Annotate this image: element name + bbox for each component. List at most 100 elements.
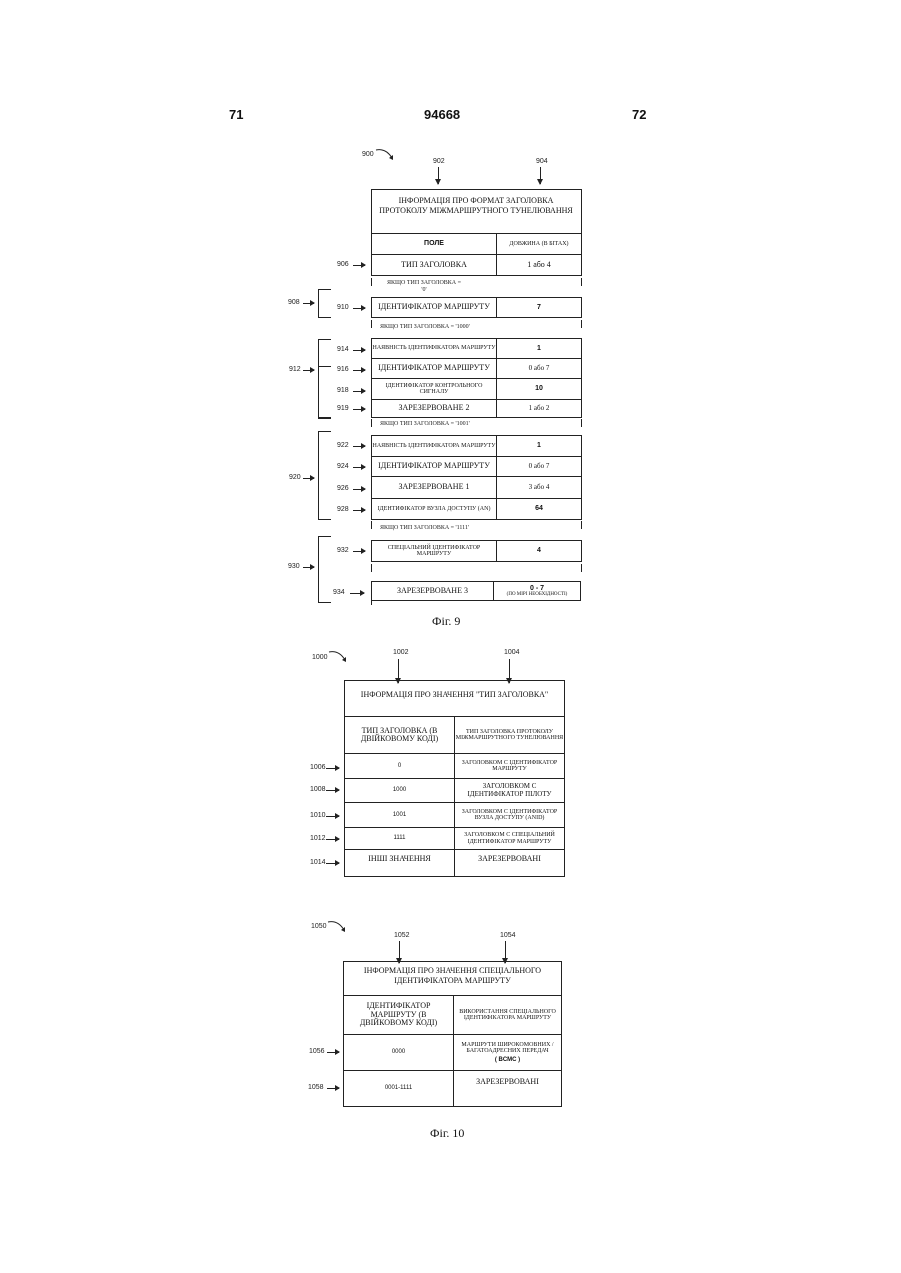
length-reserved-1: 3 або 4	[496, 476, 582, 499]
ref-920: 920	[289, 474, 301, 481]
fig9-caption: Фіг. 9	[432, 614, 460, 629]
col-header-type-binary: ТИП ЗАГОЛОВКА (В ДВІЙКОВОМУ КОДІ)	[344, 716, 455, 754]
type-description: ЗАГОЛОВКОМ С ІДЕНТИФІКАТОР МАРШРУТУ	[454, 753, 565, 779]
down-arrow-icon	[540, 167, 541, 184]
field-route-id-presence: НАЯВНІСТЬ ІДЕНТИФІКАТОРА МАРШРУТУ	[371, 435, 497, 457]
right-arrow-icon	[303, 370, 314, 371]
ref-1014: 1014	[310, 859, 326, 866]
right-arrow-icon	[353, 551, 365, 552]
tick	[371, 521, 372, 529]
ref-918: 918	[337, 387, 349, 394]
ref-924: 924	[337, 463, 349, 470]
length-reserved-2: 1 або 2	[496, 399, 582, 418]
fig10a-title: ІНФОРМАЦІЯ ПРО ЗНАЧЕННЯ "ТИП ЗАГОЛОВКА"	[346, 690, 563, 699]
type-description: ЗАРЕЗЕРВОВАНІ	[454, 849, 565, 877]
right-arrow-icon	[353, 510, 365, 511]
curved-arrow-icon	[327, 648, 349, 664]
ref-919: 919	[337, 405, 349, 412]
ref-1054: 1054	[500, 932, 516, 939]
type-code: ІНШІ ЗНАЧЕННЯ	[344, 849, 455, 877]
right-arrow-icon	[303, 478, 314, 479]
ref-914: 914	[337, 346, 349, 353]
length-reserved-3-cell: 0 - 7 (ПО МІРІ НЕОБХІДНОСТІ)	[493, 581, 581, 601]
field-route-id: ІДЕНТИФІКАТОР МАРШРУТУ	[371, 358, 497, 379]
right-arrow-icon	[326, 839, 339, 840]
length-route-id: 7	[496, 297, 582, 318]
ref-902: 902	[433, 158, 445, 165]
right-arrow-icon	[353, 489, 365, 490]
right-arrow-icon	[350, 593, 364, 594]
length-route-id-presence: 1	[496, 338, 582, 359]
ref-912: 912	[289, 366, 301, 373]
type-code: 1001	[344, 802, 455, 828]
length-reserved-3: 0 - 7	[530, 585, 544, 592]
field-special-route-id: СПЕЦІАЛЬНИЙ ІДЕНТИФІКАТОР МАРШРУТУ	[371, 540, 497, 562]
right-arrow-icon	[326, 768, 339, 769]
ref-1006: 1006	[310, 764, 326, 771]
condition-note-1001: ЯКЩО ТИП ЗАГОЛОВКА = '1001'	[380, 421, 470, 427]
ref-906: 906	[337, 261, 349, 268]
right-arrow-icon	[353, 308, 365, 309]
curved-arrow-icon	[374, 146, 396, 162]
route-id-usage: ЗАРЕЗЕРВОВАНІ	[453, 1070, 562, 1107]
route-id-usage: МАРШРУТИ ШИРОКОМОВНИХ / БАГАТОАДРЕСНИХ П…	[454, 1042, 561, 1055]
condition-note-1000: ЯКЩО ТИП ЗАГОЛОВКА = '1000'	[380, 324, 470, 330]
tick	[581, 419, 582, 427]
col-header-route-id-usage: ВИКОРИСТАННЯ СПЕЦІАЛЬНОГО ІДЕНТИФІКАТОРА…	[453, 995, 562, 1035]
right-arrow-icon	[353, 265, 365, 266]
field-reserved-2: ЗАРЕЗЕРВОВАНЕ 2	[371, 399, 497, 418]
tick	[581, 521, 582, 529]
length-header-type: 1 або 4	[496, 254, 582, 276]
right-arrow-icon	[353, 409, 365, 410]
ref-930: 930	[288, 563, 300, 570]
field-reserved-3: ЗАРЕЗЕРВОВАНЕ 3	[371, 581, 494, 601]
field-route-id-presence: НАЯВНІСТЬ ІДЕНТИФІКАТОРА МАРШРУТУ	[371, 338, 497, 359]
right-arrow-icon	[353, 467, 365, 468]
ref-900: 900	[362, 151, 374, 158]
tick	[581, 564, 582, 572]
ref-1052: 1052	[394, 932, 410, 939]
right-arrow-icon	[353, 370, 365, 371]
tick	[371, 278, 372, 286]
right-arrow-icon	[326, 816, 339, 817]
curved-arrow-icon	[326, 918, 348, 934]
ref-928: 928	[337, 506, 349, 513]
right-arrow-icon	[327, 1088, 339, 1089]
length-reserved-3-note: (ПО МІРІ НЕОБХІДНОСТІ)	[507, 592, 568, 597]
ref-1010: 1010	[310, 812, 326, 819]
patent-number: 94668	[424, 107, 460, 122]
ref-926: 926	[337, 485, 349, 492]
condition-note-0: ЯКЩО ТИП ЗАГОЛОВКА = '0'	[384, 280, 464, 293]
page-number-left: 71	[229, 107, 243, 122]
fig10b-title: ІНФОРМАЦІЯ ПРО ЗНАЧЕННЯ СПЕЦІАЛЬНОГО ІДЕ…	[348, 966, 557, 985]
field-route-id: ІДЕНТИФІКАТОР МАРШРУТУ	[371, 456, 497, 477]
ref-1050: 1050	[311, 923, 327, 930]
fig9-title: ІНФОРМАЦІЯ ПРО ФОРМАТ ЗАГОЛОВКА ПРОТОКОЛ…	[376, 196, 576, 215]
field-access-node-id: ІДЕНТИФІКАТОР ВУЗЛА ДОСТУПУ (AN)	[371, 498, 497, 520]
ref-908: 908	[288, 299, 300, 306]
type-code: 1111	[344, 827, 455, 850]
group-bracket	[318, 536, 331, 603]
type-description: ЗАГОЛОВКОМ С ІДЕНТИФІКАТОР ПІЛОТУ	[454, 778, 565, 803]
fig10-caption: Фіг. 10	[430, 1126, 464, 1141]
right-arrow-icon	[353, 446, 365, 447]
route-id-usage-abbrev: ( BCMC )	[495, 1057, 520, 1063]
col-header-length: ДОВЖИНА (В БІТАХ)	[496, 233, 582, 255]
ref-910: 910	[337, 304, 349, 311]
ref-932: 932	[337, 547, 349, 554]
ref-1058: 1058	[308, 1084, 324, 1091]
col-header-type-protocol: ТИП ЗАГОЛОВКА ПРОТОКОЛУ МІЖМАРШРУТНОГО Т…	[454, 716, 565, 754]
tick	[371, 601, 372, 605]
length-control-signal-id: 10	[496, 378, 582, 400]
col-header-field: ПОЛЕ	[371, 233, 497, 255]
tick	[371, 564, 372, 572]
ref-1000: 1000	[312, 654, 328, 661]
right-arrow-icon	[326, 863, 339, 864]
condition-note-1111: ЯКЩО ТИП ЗАГОЛОВКА = '1111'	[380, 525, 469, 531]
field-reserved-1: ЗАРЕЗЕРВОВАНЕ 1	[371, 476, 497, 499]
right-arrow-icon	[303, 567, 314, 568]
tick	[581, 278, 582, 286]
field-control-signal-id: ІДЕНТИФІКАТОР КОНТРОЛЬНОГО СИГНАЛУ	[371, 378, 497, 400]
route-id-code: 0001-1111	[343, 1070, 454, 1107]
route-id-code: 0000	[343, 1034, 454, 1071]
